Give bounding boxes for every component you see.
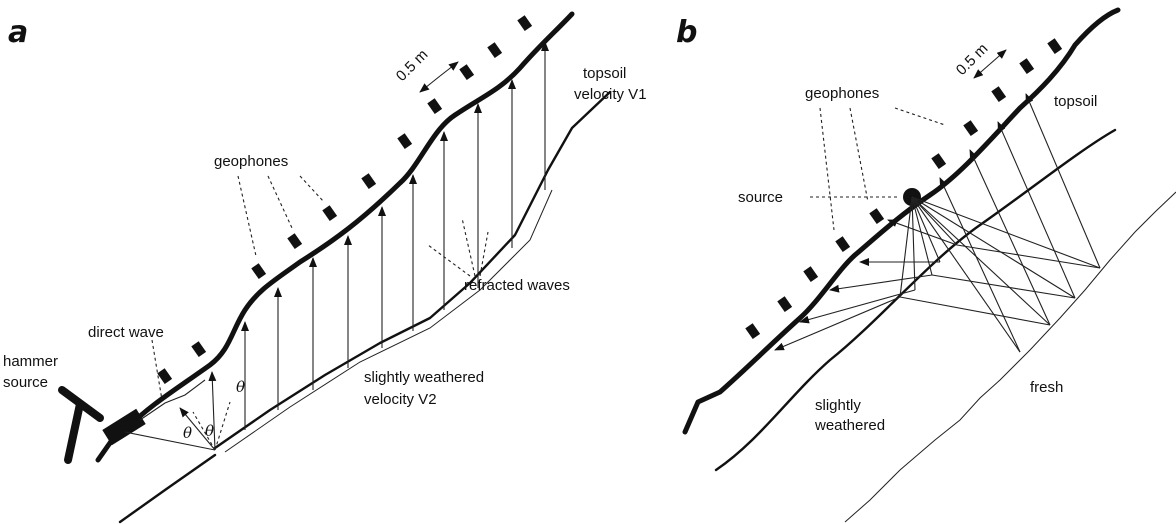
panel-a: a θ θ θ: [3, 11, 647, 524]
panel-a-label: a: [8, 15, 28, 50]
panel-b-fresh-boundary: [844, 191, 1176, 523]
panel-a-velocity-v1-label: velocity V1: [574, 86, 647, 103]
panel-a-scale-arrow: [419, 61, 459, 93]
panel-a-deep-boundary: [118, 453, 217, 524]
direct-wave-label: direct wave: [88, 324, 164, 341]
velocity-v2-label: velocity V2: [364, 391, 437, 408]
hammer-label: hammer: [3, 353, 58, 370]
panel-a-geophone-leaders: [237, 175, 325, 257]
theta-1: θ: [183, 424, 192, 442]
panel-b-scale-label: 0.5 m: [953, 40, 992, 79]
theta-2: θ: [205, 422, 214, 440]
refracted-wave-arrows: [241, 41, 549, 430]
panel-b-geophone-leaders: [819, 107, 946, 231]
panel-b-topsoil-label: topsoil: [1054, 93, 1097, 110]
panel-b-weathered-boundary: [714, 128, 1117, 472]
slightly-weathered-label: slightly weathered: [364, 369, 484, 386]
panel-b-slightly-label: slightly: [815, 397, 861, 414]
incident-ray: [124, 431, 216, 451]
panel-b-source-label: source: [738, 189, 783, 206]
panel-b-rays: [774, 93, 1101, 353]
source-block: [102, 408, 146, 446]
panel-b-geophones-label: geophones: [805, 85, 879, 102]
panel-a-geophones-label: geophones: [214, 153, 288, 170]
panel-b-fresh-label: fresh: [1030, 379, 1063, 396]
panel-b-label: b: [676, 15, 697, 50]
panel-b-weathered-label: weathered: [814, 417, 885, 434]
panel-a-layer-boundary: [213, 90, 612, 450]
theta-3: θ: [236, 378, 245, 396]
panel-a-geophones: [157, 15, 533, 385]
panel-a-ground-surface: [95, 11, 575, 463]
panel-b-geophones: [745, 38, 1063, 340]
panel-b-ground-surface: [682, 7, 1121, 435]
hammer-icon: [58, 386, 104, 464]
panel-a-weathered-line: [224, 189, 553, 453]
panel-b: b: [676, 7, 1176, 523]
direct-wave-ray: [139, 379, 206, 421]
panel-b-scale-arrow: [973, 49, 1007, 79]
panel-a-refracted-leaders: [427, 217, 489, 277]
panel-a-scale-label: 0.5 m: [393, 46, 432, 85]
hammer-source-label: source: [3, 374, 48, 391]
panel-a-topsoil-label: topsoil: [583, 65, 626, 82]
refracted-waves-label: refracted waves: [464, 277, 570, 294]
